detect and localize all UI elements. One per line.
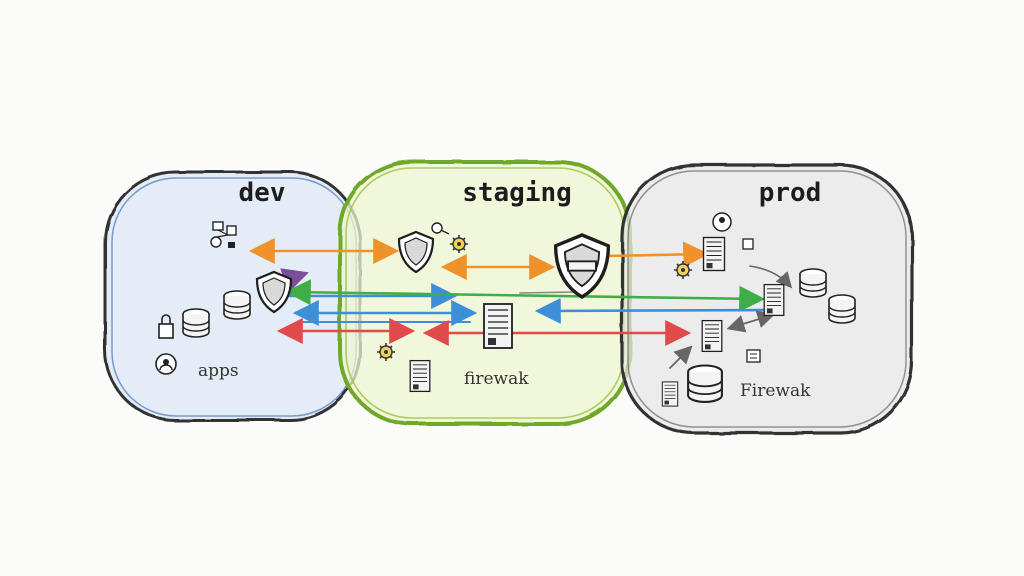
prod-icons: Firewak bbox=[661, 212, 856, 407]
database-icon bbox=[687, 364, 723, 403]
arrow-gray-prod-top bbox=[749, 265, 793, 289]
user-icon bbox=[155, 353, 177, 375]
zone-title-dev: dev bbox=[239, 178, 286, 208]
arrow-gray-prod-left bbox=[669, 345, 693, 369]
database-icon bbox=[828, 294, 856, 324]
arrow-green-long bbox=[284, 279, 766, 312]
network-node-icon bbox=[210, 221, 237, 248]
database-icon bbox=[182, 308, 210, 338]
server-rack-icon bbox=[409, 359, 431, 393]
server-rack-icon bbox=[702, 236, 726, 272]
firewall-shield-icon bbox=[553, 233, 611, 299]
staging-icons: firewak bbox=[376, 222, 611, 393]
server-rack-icon bbox=[763, 283, 785, 317]
dev-note: apps bbox=[198, 361, 239, 381]
database-icon bbox=[799, 268, 827, 298]
connection-arrows bbox=[248, 238, 793, 369]
zone-title-prod: prod bbox=[759, 178, 822, 208]
user-icon bbox=[712, 212, 732, 232]
arrow-gray-prod bbox=[726, 310, 776, 333]
arrow-orange-staging-prod bbox=[603, 241, 710, 268]
zone-title-staging: staging bbox=[462, 178, 572, 208]
server-rack-icon bbox=[483, 303, 513, 349]
server-rack-icon bbox=[701, 319, 723, 353]
database-icon bbox=[223, 290, 251, 320]
arrow-gray-staging bbox=[519, 291, 577, 294]
prod-note: Firewak bbox=[740, 381, 811, 401]
staging-note: firewak bbox=[464, 369, 529, 389]
lock-icon bbox=[158, 314, 174, 339]
network-node-icon bbox=[746, 349, 761, 363]
arrow-blue-prod bbox=[534, 297, 772, 324]
network-node-icon bbox=[431, 222, 450, 235]
server-rack-icon bbox=[661, 381, 679, 407]
network-node-icon bbox=[742, 238, 754, 250]
dev-icons: apps bbox=[155, 221, 293, 381]
